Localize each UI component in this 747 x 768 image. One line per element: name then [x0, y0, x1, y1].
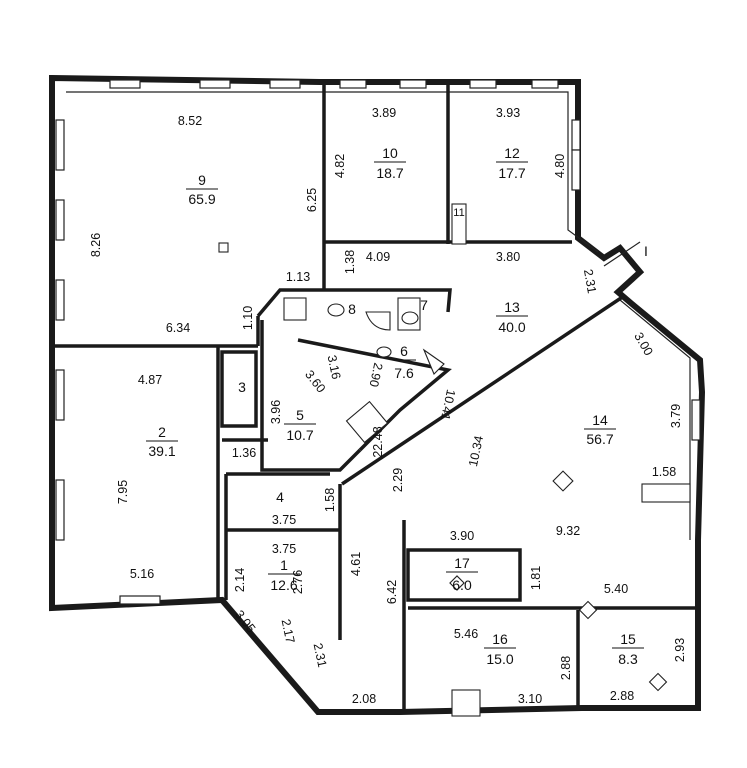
- dimension-label: 1.38: [343, 250, 357, 274]
- room-10-area: 18.7: [376, 165, 403, 181]
- dimension-label: 3.60: [302, 368, 328, 396]
- dimension-label: 1.58: [652, 465, 676, 479]
- dimension-label: 1.58: [323, 488, 337, 512]
- room-11-number: 11: [453, 207, 464, 219]
- dimension-label: 9.32: [556, 524, 580, 538]
- dimension-label: 3.75: [272, 542, 296, 556]
- dimension-label: 4.82: [333, 154, 347, 178]
- axis-marker: I: [644, 243, 648, 259]
- room-12-number: 12: [504, 145, 520, 161]
- dimension-label: 6.42: [385, 580, 399, 604]
- outer-walls: [49, 74, 706, 715]
- dimension-label: 2.88: [610, 689, 634, 703]
- windows: [55, 79, 701, 605]
- room-7-number: 7: [420, 297, 428, 313]
- room-4-number: 4: [276, 489, 284, 505]
- room-3-number: 3: [238, 379, 246, 395]
- dimension-label: 3.00: [631, 330, 655, 358]
- dimension-label: 2.88: [559, 656, 573, 680]
- dimension-label: 2.93: [673, 638, 687, 662]
- dimension-label: 6.25: [305, 188, 319, 212]
- room-8-number: 8: [348, 301, 356, 317]
- dimension-label: 7.95: [116, 480, 130, 504]
- room-17-area: 6.0: [452, 577, 472, 593]
- room-14-number: 14: [592, 412, 608, 428]
- room-14-area: 56.7: [586, 431, 613, 447]
- room-6-area: 7.6: [394, 365, 414, 381]
- dimension-label: 5.16: [130, 567, 154, 581]
- dimension-label: 4.61: [349, 552, 363, 576]
- dimension-label: 2.08: [352, 692, 376, 706]
- dimension-label: 2.31: [311, 642, 330, 669]
- room-16-area: 15.0: [486, 651, 513, 667]
- dimension-label: 3.10: [518, 692, 542, 706]
- dimension-label: 1.13: [286, 270, 310, 284]
- dimension-label: 3.16: [325, 354, 344, 381]
- room-15-area: 8.3: [618, 651, 638, 667]
- room-1-number: 1: [280, 557, 288, 573]
- dimension-label: 2.76: [291, 570, 305, 594]
- room-13-number: 13: [504, 299, 520, 315]
- dimension-label: 3.80: [496, 250, 520, 264]
- room-9-area: 65.9: [188, 191, 215, 207]
- room-10-number: 10: [382, 145, 398, 161]
- dimension-label: 1.10: [241, 306, 255, 330]
- room-12-area: 17.7: [498, 165, 525, 181]
- dimension-label: 3.79: [669, 404, 683, 428]
- dimension-label: 4.87: [138, 373, 162, 387]
- room-6-number: 6: [400, 343, 408, 359]
- room-13-area: 40.0: [498, 319, 525, 335]
- dimension-label: 2.90: [367, 361, 386, 388]
- dimension-label: 8.52: [178, 114, 202, 128]
- room-2-area: 39.1: [148, 443, 175, 459]
- room-15-number: 15: [620, 631, 636, 647]
- room-5-number: 5: [296, 407, 304, 423]
- dimension-label: 2.29: [391, 468, 405, 492]
- room-1-area: 12.6: [270, 577, 297, 593]
- dimension-label: 22.48: [371, 426, 385, 457]
- dimension-label: 2.14: [233, 568, 247, 592]
- dimension-label: 10.41: [438, 388, 458, 422]
- dimension-label: 2.31: [581, 268, 599, 294]
- dimension-label: 4.80: [553, 154, 567, 178]
- dimension-label: 2.17: [279, 618, 298, 645]
- dimension-label: 8.26: [89, 233, 103, 257]
- room-16-number: 16: [492, 631, 508, 647]
- room-9-number: 9: [198, 172, 206, 188]
- dimension-label: 4.09: [366, 250, 390, 264]
- dimension-label: 3.75: [272, 513, 296, 527]
- room-labels: 9 65.9 10 18.7 12 17.7 13 40.0 14 56.7 2…: [146, 145, 648, 667]
- dimension-label: 3.89: [372, 106, 396, 120]
- dimension-labels: 8.52 8.26 6.25 6.34 1.10 1.13 1.38 3.89 …: [89, 106, 687, 706]
- dimension-label: 3.93: [496, 106, 520, 120]
- dimension-label: 10.34: [466, 434, 486, 468]
- dimension-label: 1.81: [529, 566, 543, 590]
- room-2-number: 2: [158, 424, 166, 440]
- dimension-label: 3.96: [269, 400, 283, 424]
- dimension-label: 3.90: [450, 529, 474, 543]
- room-5-area: 10.7: [286, 427, 313, 443]
- dimension-label: 1.36: [232, 446, 256, 460]
- dimension-label: 5.40: [604, 582, 628, 596]
- fixtures: [218, 203, 691, 717]
- room-17-number: 17: [454, 555, 470, 571]
- dimension-label: 6.34: [166, 321, 190, 335]
- interior-walls: [54, 84, 698, 712]
- dimension-label: 5.46: [454, 627, 478, 641]
